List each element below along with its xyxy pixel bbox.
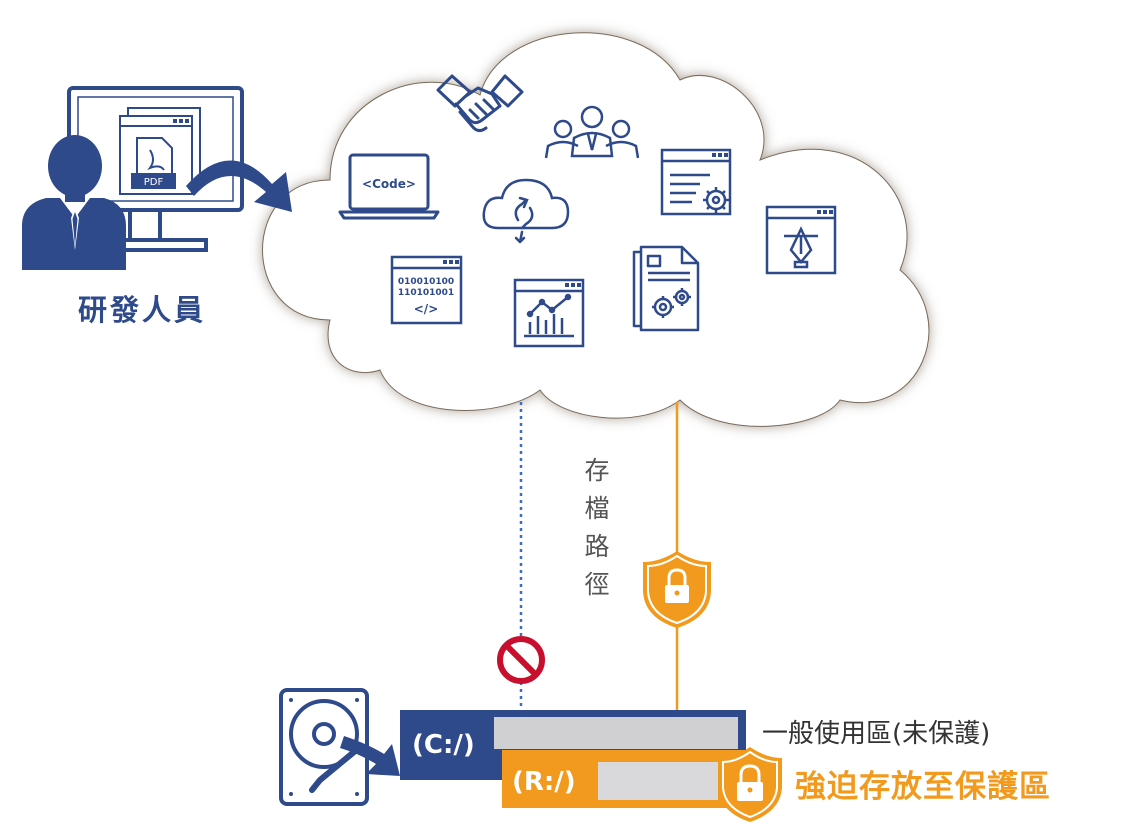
team-icon: [544, 105, 640, 159]
protected-area-label: 強迫存放至保護區: [795, 769, 1051, 805]
upload-arrow: [186, 160, 292, 212]
pdf-icon: [147, 149, 165, 171]
r-drive-label: (R:/): [512, 767, 576, 797]
code-tag-text: </>: [414, 302, 439, 316]
developer-label: 研發人員: [78, 293, 207, 327]
cloud: [262, 32, 930, 427]
shield-lock-icon: [643, 551, 711, 628]
binary-code-window-icon: 010010100 110101001 </>: [390, 255, 463, 325]
pdf-badge: PDF: [144, 177, 164, 188]
protected-shield-icon: [718, 747, 782, 822]
binary-line-1: 010010100: [398, 277, 454, 287]
save-path-label: 存檔路徑: [584, 456, 610, 599]
developer-avatar-icon: [22, 135, 126, 270]
binary-line-2: 110101001: [398, 288, 454, 298]
analytics-window-icon: [513, 278, 585, 348]
pen-tool-window-icon: [765, 205, 837, 275]
no-entry-icon: [497, 636, 545, 684]
developer-workstation: PDF: [22, 86, 292, 270]
general-area-label: 一般使用區(未保護): [762, 719, 991, 749]
file-windows-icon: PDF: [119, 107, 201, 195]
hard-drive-icon: [279, 688, 369, 806]
handshake-icon: [436, 74, 524, 133]
c-drive-label: (C:/): [412, 730, 475, 760]
drive-arrow: [340, 736, 400, 776]
r-drive-bar: (R:/): [502, 750, 746, 808]
code-window-text: <Code>: [362, 177, 416, 191]
code-laptop-icon: <Code>: [338, 153, 440, 220]
document-gears-icon: [632, 245, 700, 332]
settings-window-icon: [660, 148, 732, 216]
cloud-sync-icon: [482, 178, 570, 244]
